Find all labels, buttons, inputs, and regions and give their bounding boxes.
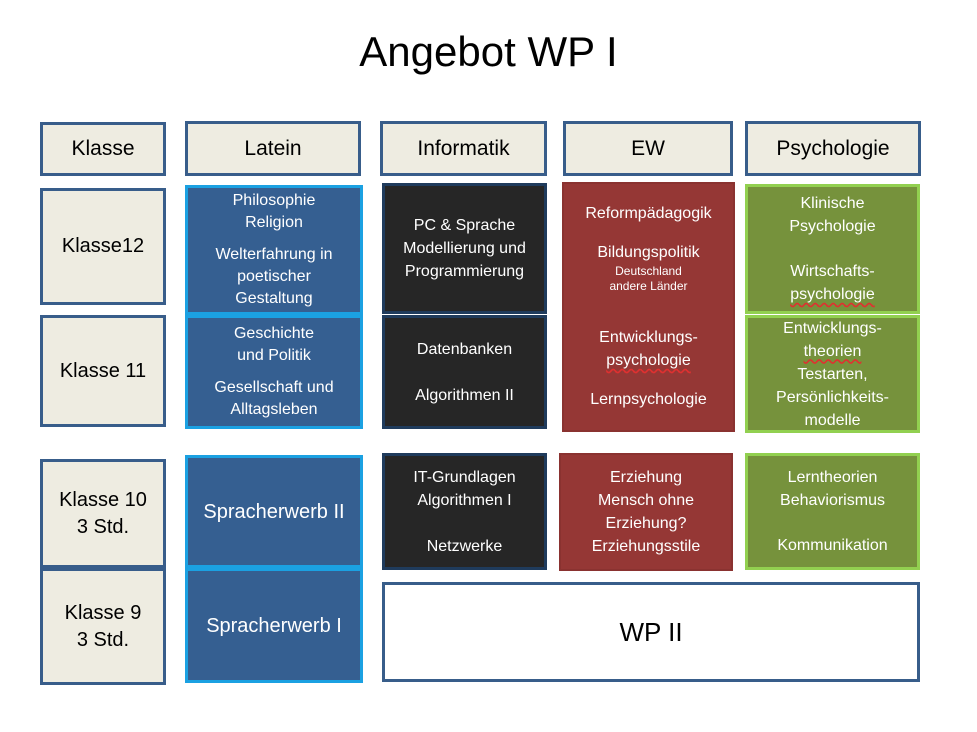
topic-text: Testarten, xyxy=(797,365,868,383)
topic-text: Psychologie xyxy=(789,218,876,235)
row-label-text: Klasse 11 xyxy=(59,359,147,382)
topic-text: Entwicklungs- xyxy=(599,329,698,346)
topic-text: Programmierung xyxy=(404,263,525,280)
topic-text: modelle xyxy=(804,411,861,429)
row-label-klasse9: Klasse 9 3 Std. xyxy=(40,568,166,685)
row-label-klasse12: Klasse12 xyxy=(40,188,166,305)
header-psychologie: Psychologie xyxy=(745,121,921,176)
topic-text: Reformpädagogik xyxy=(585,205,712,222)
topic-text: psychologie xyxy=(606,352,691,369)
row-label-text: Klasse 9 xyxy=(64,601,142,624)
topic-text: Persönlichkeits- xyxy=(776,388,889,406)
topic-text: Spracherwerb I xyxy=(206,614,342,637)
topic-text: Spracherwerb II xyxy=(203,500,345,523)
header-ew: EW xyxy=(563,121,733,176)
topic-text: Entwicklungs- xyxy=(783,319,882,337)
topic-text: psychologie xyxy=(790,286,875,303)
topic-text: Behaviorismus xyxy=(780,492,885,509)
latein-klasse12: Philosophie Religion Welterfahrung in po… xyxy=(185,185,363,315)
row-label-text: Klasse 10 xyxy=(59,488,147,511)
topic-text: Alltagsleben xyxy=(230,401,318,418)
informatik-klasse12: PC & Sprache Modellierung und Programmie… xyxy=(382,183,547,314)
topic-text: und Politik xyxy=(237,347,311,364)
header-latein: Latein xyxy=(185,121,361,176)
row-label-text: Klasse12 xyxy=(61,235,145,257)
row-label-hours: 3 Std. xyxy=(76,515,130,538)
row-label-klasse11: Klasse 11 xyxy=(40,315,166,427)
psychologie-klasse12: Klinische Psychologie Wirtschafts- psych… xyxy=(745,184,920,314)
topic-text: Gestaltung xyxy=(235,290,313,307)
topic-text: IT-Grundlagen xyxy=(413,468,516,486)
latein-klasse9: Spracherwerb I xyxy=(185,568,363,683)
topic-text: Lerntheorien xyxy=(787,469,878,486)
informatik-klasse10: IT-Grundlagen Algorithmen I Netzwerke xyxy=(382,453,547,570)
topic-subtext: Deutschland xyxy=(615,264,682,278)
topic-subtext: andere Länder xyxy=(609,279,688,293)
topic-text: Philosophie xyxy=(232,192,316,209)
wp2-box: WP II xyxy=(382,582,920,682)
topic-text: theorien xyxy=(803,342,862,360)
row-label-klasse10: Klasse 10 3 Std. xyxy=(40,459,166,568)
header-klasse: Klasse xyxy=(40,122,166,176)
topic-text: Wirtschafts- xyxy=(790,263,875,280)
topic-text: Bildungspolitik xyxy=(597,244,700,261)
latein-klasse10: Spracherwerb II xyxy=(185,455,363,568)
psychologie-klasse11: Entwicklungs- theorien Testarten, Persön… xyxy=(745,315,920,433)
topic-text: Geschichte xyxy=(233,325,315,342)
ew-klasse10: Erziehung Mensch ohne Erziehung? Erziehu… xyxy=(559,453,733,571)
topic-text: PC & Sprache xyxy=(413,217,516,234)
header-informatik: Informatik xyxy=(380,121,547,176)
topic-text: Lernpsychologie xyxy=(590,391,707,408)
topic-text: Erziehungsstile xyxy=(591,538,701,555)
topic-text: Netzwerke xyxy=(426,537,503,555)
ew-klasse11-12: Reformpädagogik Bildungspolitik Deutschl… xyxy=(562,182,735,432)
topic-text: Klinische xyxy=(800,195,865,212)
wp2-label: WP II xyxy=(619,616,683,647)
topic-text: Algorithmen II xyxy=(415,386,514,404)
topic-text: Welterfahrung in xyxy=(215,246,333,263)
topic-text: Religion xyxy=(245,214,303,231)
topic-text: Modellierung und xyxy=(403,240,526,257)
informatik-klasse11: Datenbanken Algorithmen II xyxy=(382,315,547,429)
topic-text: Gesellschaft und xyxy=(214,379,334,396)
topic-text: Erziehung xyxy=(609,469,683,486)
topic-text: Erziehung? xyxy=(605,515,687,532)
topic-text: Datenbanken xyxy=(416,340,513,358)
row-label-hours: 3 Std. xyxy=(76,628,130,651)
latein-klasse11: Geschichte und Politik Gesellschaft und … xyxy=(185,315,363,429)
topic-text: Kommunikation xyxy=(777,537,888,554)
page-title: Angebot WP I xyxy=(359,28,618,75)
topic-text: Mensch ohne xyxy=(597,492,695,509)
topic-text: poetischer xyxy=(237,268,311,285)
topic-text: Algorithmen I xyxy=(417,491,512,509)
psychologie-klasse10: Lerntheorien Behaviorismus Kommunikation xyxy=(745,453,920,570)
